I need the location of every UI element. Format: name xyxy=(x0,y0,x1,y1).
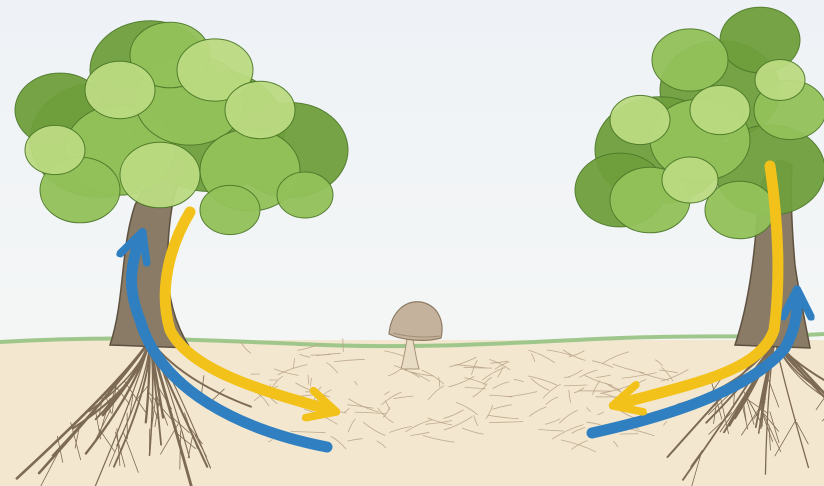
foliage-clump xyxy=(652,29,728,91)
foliage-clump xyxy=(225,81,295,138)
foliage-clump xyxy=(690,85,750,134)
foliage-clump xyxy=(200,185,260,234)
foliage-clump xyxy=(25,125,85,174)
foliage-clump xyxy=(120,142,200,208)
foliage-clump xyxy=(662,157,718,203)
foliage-clump xyxy=(85,61,155,118)
foliage-clump xyxy=(610,95,670,144)
foliage-clump xyxy=(277,172,333,218)
foliage-clump xyxy=(755,60,805,101)
